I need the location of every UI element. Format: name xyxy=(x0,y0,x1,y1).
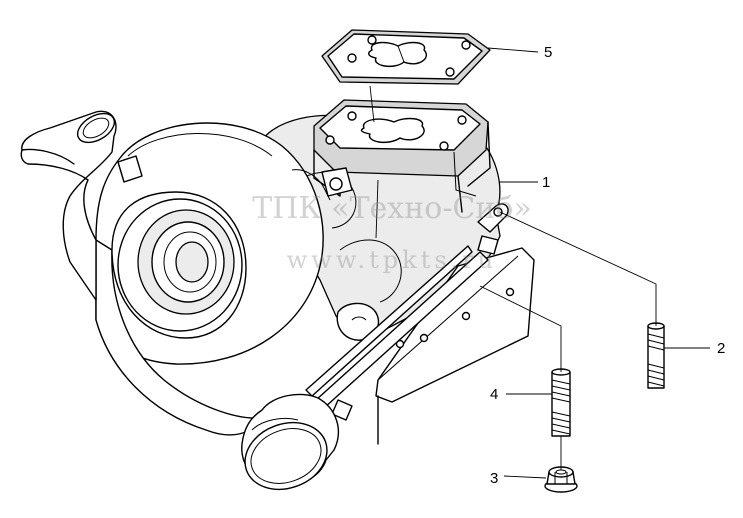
callout-2-label: 2 xyxy=(717,340,725,357)
part-1-turbocharger xyxy=(20,99,535,491)
watermark-website: www.tpkts.ru xyxy=(287,246,497,274)
assembly-leader-lines xyxy=(369,47,710,479)
part-5-flange-gasket xyxy=(321,29,491,85)
watermark-company: ТПК «Техно-Сиб» xyxy=(252,191,532,226)
callout-3-label: 3 xyxy=(490,470,498,487)
part-4-stud xyxy=(551,368,571,437)
part-2-stud xyxy=(647,322,665,389)
callout-5-label: 5 xyxy=(544,44,552,61)
part-3-flange-nut xyxy=(544,466,578,493)
callout-4-label: 4 xyxy=(490,386,498,403)
callout-1-label: 1 xyxy=(542,174,550,191)
